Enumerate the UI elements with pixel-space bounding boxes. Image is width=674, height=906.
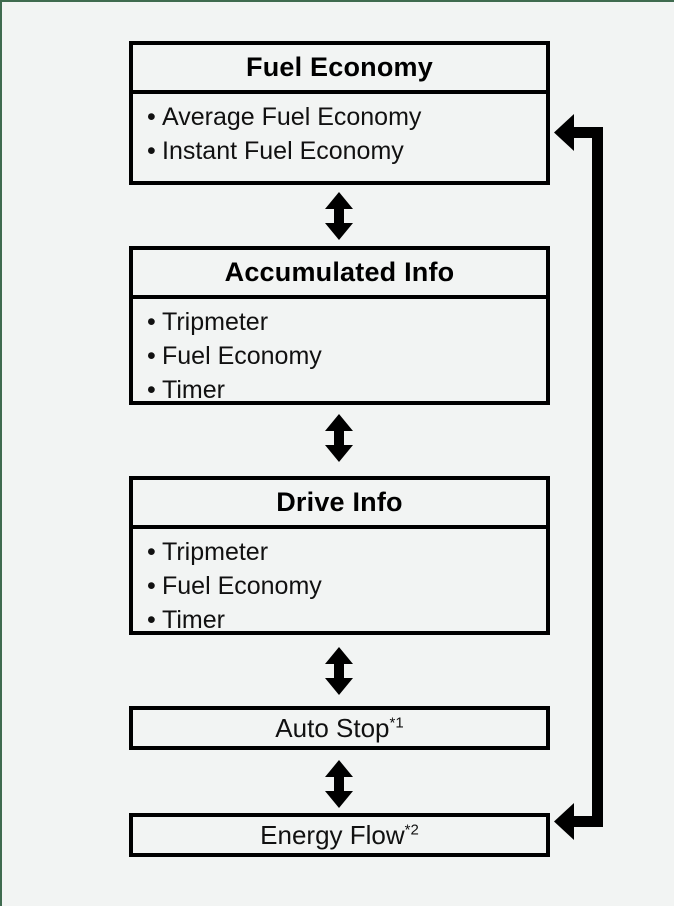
node-body-accumulated-info: •Tripmeter •Fuel Economy •Timer	[133, 299, 546, 415]
node-label-energy-flow: Energy Flow	[260, 820, 405, 850]
double-arrow-icon	[325, 647, 353, 695]
node-energy-flow[interactable]: Energy Flow*2	[129, 813, 550, 857]
double-arrow-icon	[325, 414, 353, 462]
bullet-icon: •	[147, 376, 156, 404]
bullet-icon: •	[147, 342, 156, 370]
double-arrow-icon	[325, 760, 353, 808]
list-item-label: Timer	[162, 376, 225, 404]
loop-arrow-icon	[554, 114, 603, 840]
list-item: •Timer	[147, 373, 546, 407]
list-item: •Timer	[147, 603, 546, 637]
node-body-drive-info: •Tripmeter •Fuel Economy •Timer	[133, 529, 546, 645]
connector-drive-to-auto-stop	[322, 647, 356, 695]
list-item-label: Average Fuel Economy	[162, 103, 422, 131]
bullet-icon: •	[147, 572, 156, 600]
node-title-fuel-economy: Fuel Economy	[133, 45, 546, 94]
list-item: •Tripmeter	[147, 535, 546, 569]
bullet-icon: •	[147, 606, 156, 634]
node-drive-info[interactable]: Drive Info •Tripmeter •Fuel Economy •Tim…	[129, 476, 550, 635]
list-item: •Fuel Economy	[147, 569, 546, 603]
list-item-label: Timer	[162, 606, 225, 634]
connector-auto-stop-to-energy-flow	[322, 760, 356, 808]
connector-accumulated-to-drive	[322, 414, 356, 462]
bullet-icon: •	[147, 103, 156, 131]
list-item: •Fuel Economy	[147, 339, 546, 373]
list-item: •Tripmeter	[147, 305, 546, 339]
connector-energy-flow-to-fuel-economy-loop	[550, 97, 620, 857]
double-arrow-icon	[325, 192, 353, 240]
list-item: •Instant Fuel Economy	[147, 134, 546, 168]
node-title-accumulated-info: Accumulated Info	[133, 250, 546, 299]
list-item-label: Fuel Economy	[162, 572, 322, 600]
node-label-auto-stop: Auto Stop	[275, 713, 390, 743]
list-item: •Average Fuel Economy	[147, 100, 546, 134]
footnote-marker-2: *2	[404, 821, 419, 839]
list-item-label: Fuel Economy	[162, 342, 322, 370]
list-item-label: Tripmeter	[162, 538, 269, 566]
node-accumulated-info[interactable]: Accumulated Info •Tripmeter •Fuel Econom…	[129, 246, 550, 405]
connector-fuel-to-accumulated	[322, 192, 356, 240]
footnote-marker-1: *1	[389, 714, 404, 732]
list-item-label: Tripmeter	[162, 308, 269, 336]
node-auto-stop[interactable]: Auto Stop*1	[129, 706, 550, 750]
bullet-icon: •	[147, 308, 156, 336]
node-title-drive-info: Drive Info	[133, 480, 546, 529]
node-body-fuel-economy: •Average Fuel Economy •Instant Fuel Econ…	[133, 94, 546, 176]
bullet-icon: •	[147, 137, 156, 165]
bullet-icon: •	[147, 538, 156, 566]
node-fuel-economy[interactable]: Fuel Economy •Average Fuel Economy •Inst…	[129, 41, 550, 185]
list-item-label: Instant Fuel Economy	[162, 137, 404, 165]
